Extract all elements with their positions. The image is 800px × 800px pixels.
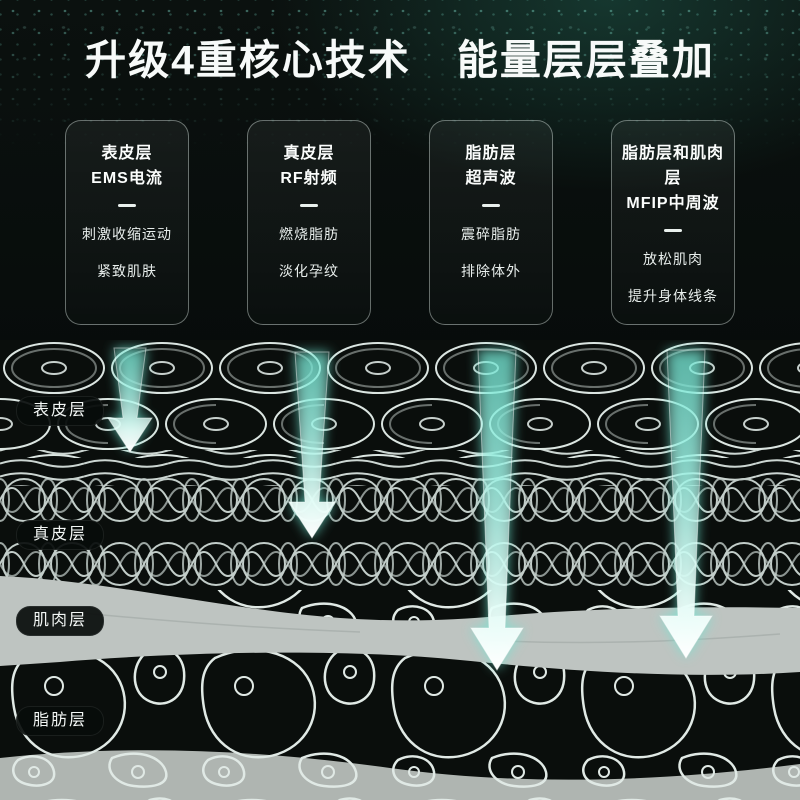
layer-label-muscle: 肌肉层 (16, 606, 105, 636)
tech-card-fat-muscle: 脂肪层和肌肉层 MFIP中周波 放松肌肉 提升身体线条 (611, 120, 735, 325)
card-benefit-line: 燃烧脂肪 (279, 226, 339, 242)
card-benefit-line: 放松肌肉 (643, 251, 703, 267)
energy-arrow-2 (288, 351, 336, 539)
divider-dash (300, 204, 318, 207)
card-layer-name: 脂肪层和肌肉层 (621, 145, 724, 187)
tech-cards-row: 表皮层 EMS电流 刺激收缩运动 紧致肌肤 真皮层 RF射频 燃烧脂肪 淡化孕纹… (0, 120, 800, 325)
card-tech-name: MFIP中周波 (626, 195, 720, 212)
tech-card-epidermis: 表皮层 EMS电流 刺激收缩运动 紧致肌肤 (65, 120, 189, 325)
card-layer-name: 脂肪层 (465, 145, 517, 162)
energy-arrow-3 (470, 349, 524, 671)
layer-label-dermis: 真皮层 (16, 520, 105, 550)
card-benefit-line: 震碎脂肪 (461, 226, 521, 242)
card-benefit-line: 淡化孕纹 (279, 263, 339, 279)
card-benefit-line: 提升身体线条 (628, 288, 718, 304)
card-layer-name: 表皮层 (101, 145, 153, 162)
card-tech-name: RF射频 (280, 170, 338, 187)
card-layer-name: 真皮层 (283, 145, 335, 162)
energy-arrow-1 (107, 347, 153, 453)
card-benefit-line: 紧致肌肤 (97, 263, 157, 279)
card-tech-name: EMS电流 (91, 170, 163, 187)
title-left: 升级4重核心技术 (85, 37, 411, 83)
card-benefit-line: 排除体外 (461, 263, 521, 279)
energy-arrow-4 (659, 349, 713, 659)
tech-card-dermis: 真皮层 RF射频 燃烧脂肪 淡化孕纹 (247, 120, 371, 325)
layer-label-fat: 脂肪层 (16, 706, 105, 736)
divider-dash (664, 229, 682, 232)
divider-dash (118, 204, 136, 207)
page-title: 升级4重核心技术 能量层层叠加 (0, 26, 800, 86)
layer-label-epidermis: 表皮层 (16, 396, 105, 426)
skin-cross-section (0, 340, 800, 800)
title-right: 能量层层叠加 (456, 37, 715, 83)
skin-layer-diagram: 表皮层 真皮层 肌肉层 脂肪层 (0, 340, 800, 800)
divider-dash (482, 204, 500, 207)
tech-card-fat: 脂肪层 超声波 震碎脂肪 排除体外 (429, 120, 553, 325)
card-tech-name: 超声波 (465, 170, 517, 187)
dermis-layer (0, 478, 800, 592)
card-benefit-line: 刺激收缩运动 (82, 226, 172, 242)
